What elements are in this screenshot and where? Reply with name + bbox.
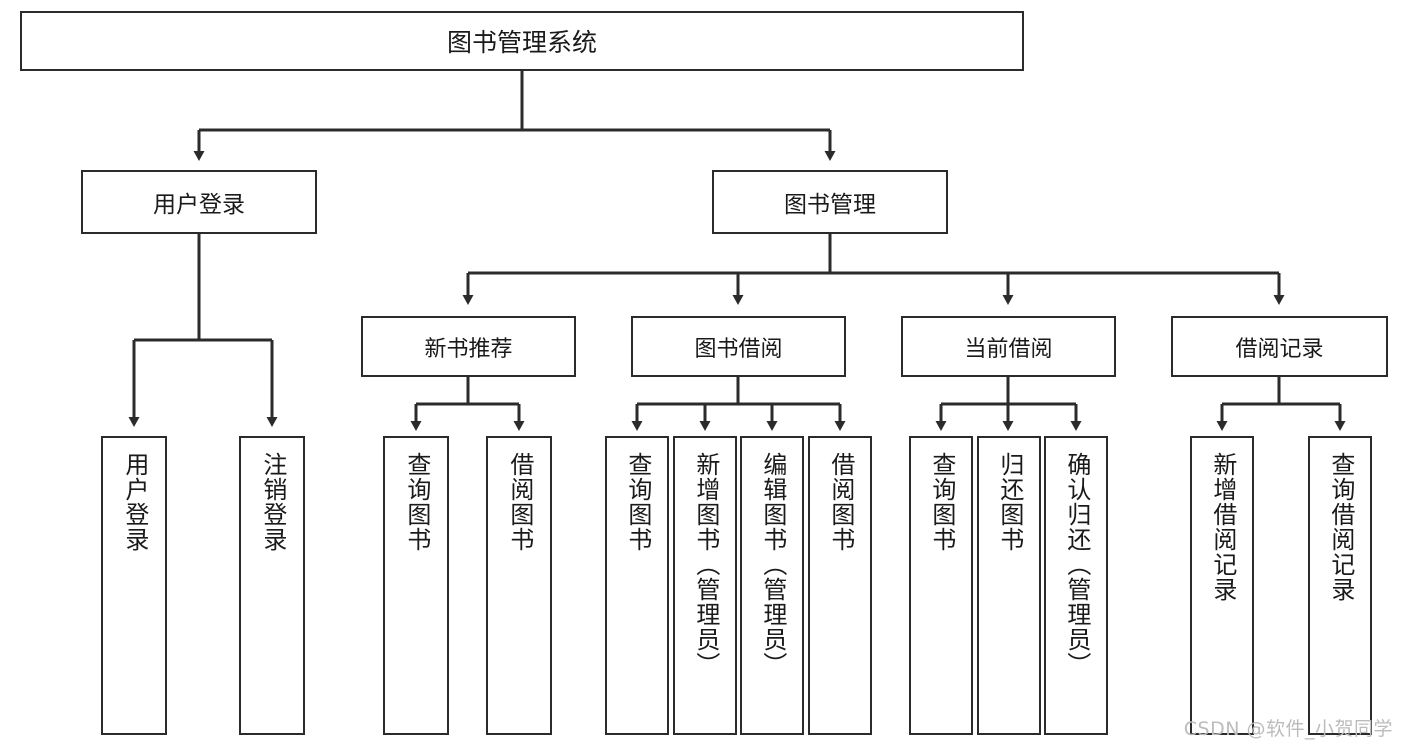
node-new-book-recommend[interactable]: 新书推荐 xyxy=(361,316,576,377)
node-leaf-bookborrow-query-book[interactable]: 查询图书 xyxy=(605,436,669,735)
node-book-borrow[interactable]: 图书借阅 xyxy=(631,316,846,377)
node-leaf-bookborrow-borrow-book[interactable]: 借阅图书 xyxy=(808,436,872,735)
leaf-label: 查询图书 xyxy=(402,452,431,552)
node-borrow-record[interactable]: 借阅记录 xyxy=(1171,316,1388,377)
leaf-label: 查询图书 xyxy=(623,452,652,552)
node-leaf-newbook-borrow-book[interactable]: 借阅图书 xyxy=(486,436,552,735)
leaf-label: 编辑图书（管理员） xyxy=(758,452,787,677)
leaf-label: 归还图书 xyxy=(995,452,1024,552)
leaf-label: 新增借阅记录 xyxy=(1208,452,1237,602)
node-book-management[interactable]: 图书管理 xyxy=(712,170,948,234)
leaf-label: 查询图书 xyxy=(927,452,956,552)
node-leaf-currentborrow-confirm-return-admin[interactable]: 确认归还（管理员） xyxy=(1044,436,1108,735)
leaf-label: 确认归还（管理员） xyxy=(1062,452,1091,677)
leaf-label: 新增图书（管理员） xyxy=(691,452,720,677)
node-leaf-newbook-query-book[interactable]: 查询图书 xyxy=(383,436,449,735)
node-leaf-user-login-signin[interactable]: 用户登录 xyxy=(101,436,167,735)
leaf-label: 注销登录 xyxy=(258,452,287,552)
leaf-label: 用户登录 xyxy=(120,452,149,552)
node-leaf-borrowrecord-query-record[interactable]: 查询借阅记录 xyxy=(1308,436,1372,735)
node-leaf-bookborrow-edit-book-admin[interactable]: 编辑图书（管理员） xyxy=(740,436,804,735)
node-leaf-user-login-logout[interactable]: 注销登录 xyxy=(239,436,305,735)
node-root-system[interactable]: 图书管理系统 xyxy=(20,11,1024,71)
leaf-label: 查询借阅记录 xyxy=(1326,452,1355,602)
leaf-label: 借阅图书 xyxy=(826,452,855,552)
node-leaf-bookborrow-add-book-admin[interactable]: 新增图书（管理员） xyxy=(673,436,737,735)
node-leaf-currentborrow-return-book[interactable]: 归还图书 xyxy=(977,436,1041,735)
node-leaf-borrowrecord-add-record[interactable]: 新增借阅记录 xyxy=(1190,436,1254,735)
node-current-borrow[interactable]: 当前借阅 xyxy=(901,316,1116,377)
node-leaf-currentborrow-query-book[interactable]: 查询图书 xyxy=(909,436,973,735)
leaf-label: 借阅图书 xyxy=(505,452,534,552)
csdn-watermark: CSDN @软件_小贺同学 xyxy=(1183,718,1393,740)
node-user-login[interactable]: 用户登录 xyxy=(81,170,317,234)
